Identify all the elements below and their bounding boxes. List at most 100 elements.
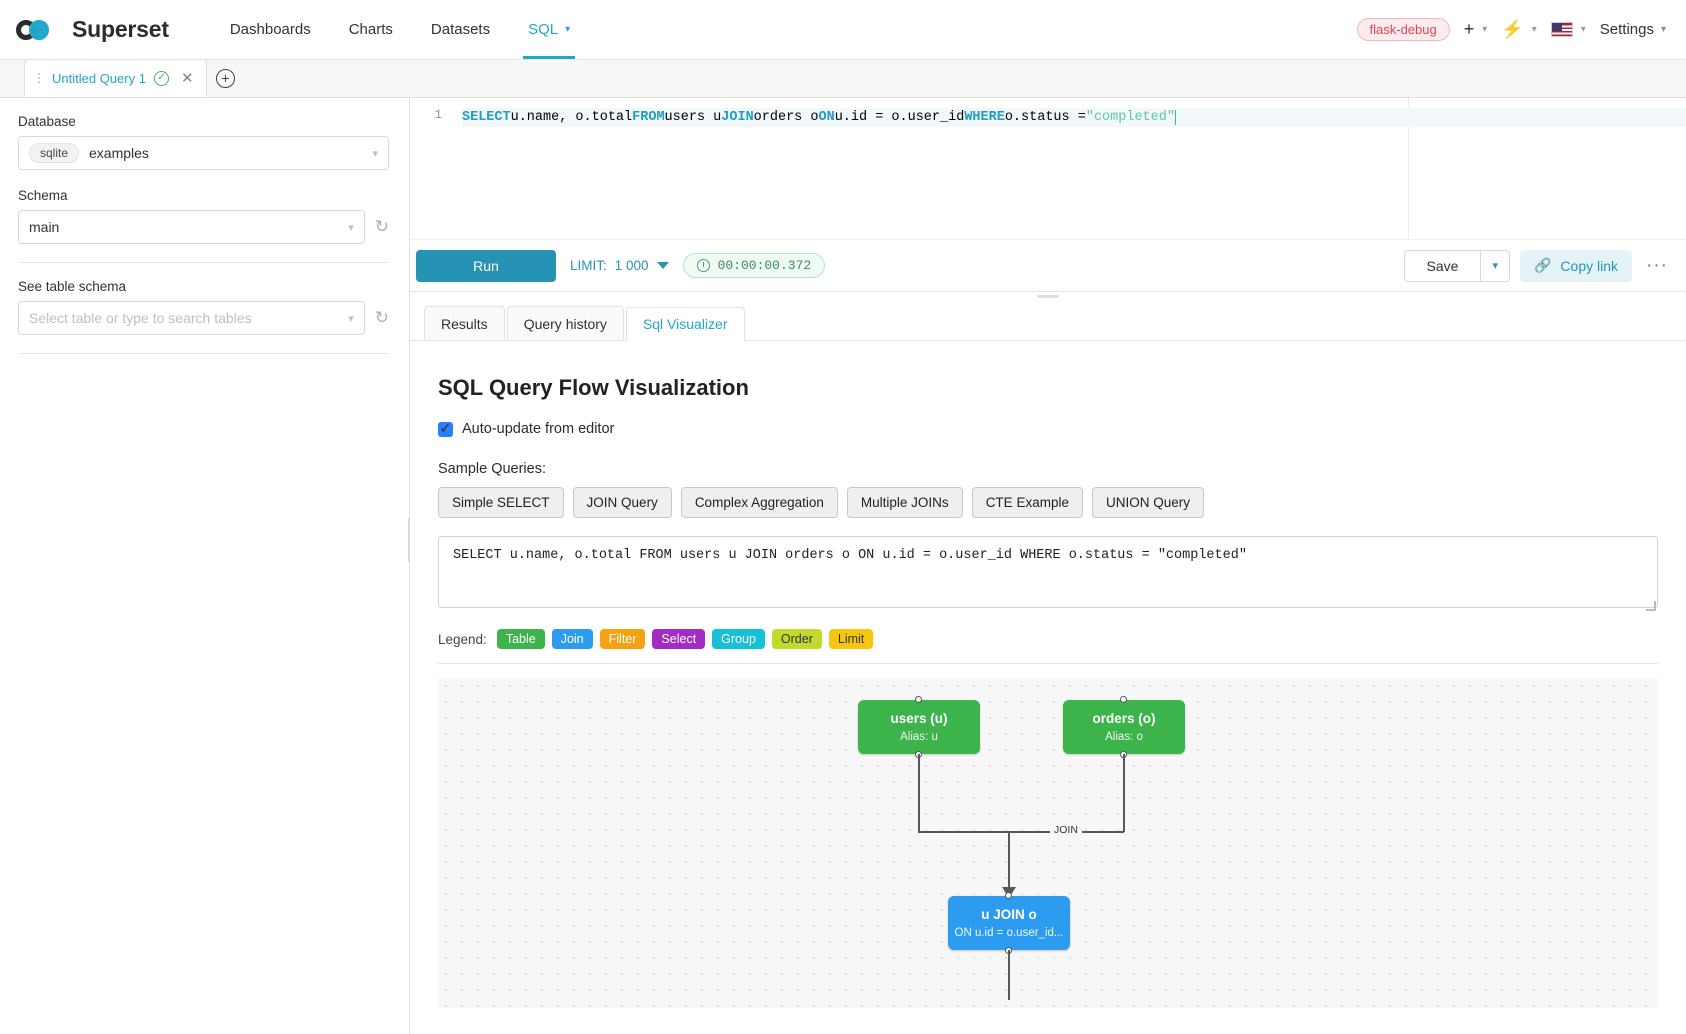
more-options-icon[interactable]: ··· xyxy=(1646,254,1668,276)
database-field-group: Database sqlite examples ▾ xyxy=(18,114,389,170)
flow-node-users-subtitle: Alias: u xyxy=(900,731,938,743)
sql-visualizer-panel: SQL Query Flow Visualization ✓ Auto-upda… xyxy=(410,341,1686,1034)
save-dropdown-chevron-down-icon[interactable]: ▾ xyxy=(1480,250,1509,281)
tab-results[interactable]: Results xyxy=(424,306,505,340)
nav-link-dashboards[interactable]: Dashboards xyxy=(211,0,330,59)
refresh-tables-icon[interactable]: ↻ xyxy=(374,308,389,327)
sql-token-5: orders o xyxy=(753,110,819,125)
flow-node-orders-subtitle: Alias: o xyxy=(1105,731,1143,743)
plus-circle-icon: + xyxy=(216,68,236,88)
chevron-down-icon: ▾ xyxy=(1580,24,1586,35)
sample-button-union-query[interactable]: UNION Query xyxy=(1091,487,1204,518)
legend-chip-order: Order xyxy=(771,629,822,649)
database-label: Database xyxy=(18,114,76,129)
database-engine-pill: sqlite xyxy=(29,143,80,163)
flow-node-users[interactable]: users (u) Alias: u xyxy=(858,696,980,758)
flask-debug-badge: flask-debug xyxy=(1356,18,1450,41)
panel-divider xyxy=(18,262,389,263)
sample-button-multiple-joins[interactable]: Multiple JOINs xyxy=(846,487,963,518)
refresh-schema-icon[interactable]: ↻ xyxy=(374,217,389,236)
new-item-button[interactable]: + ▾ xyxy=(1464,19,1488,40)
top-navbar: Superset Dashboards Charts Datasets SQL … xyxy=(0,0,1686,60)
sample-button-join-query[interactable]: JOIN Query xyxy=(572,487,672,518)
flow-node-join-title: u JOIN o xyxy=(981,907,1037,922)
navbar-right-cluster: flask-debug + ▾ ⚡ ▾ ▾ Settings ▾ xyxy=(1356,18,1666,41)
settings-menu[interactable]: Settings ▾ xyxy=(1600,21,1666,38)
nav-link-datasets-label: Datasets xyxy=(430,21,491,38)
sample-button-cte-example[interactable]: CTE Example xyxy=(971,487,1083,518)
query-tab-bar: ⋮ Untitled Query 1 ✓ ✕ + xyxy=(0,59,1686,98)
schema-value: main xyxy=(29,219,60,235)
save-button-group[interactable]: Save ▾ xyxy=(1403,249,1510,282)
result-tabs: Results Query history Sql Visualizer xyxy=(410,301,1686,341)
editor-resize-grip[interactable] xyxy=(410,292,1686,301)
superset-brand[interactable]: Superset xyxy=(16,16,169,43)
main-nav: Dashboards Charts Datasets SQL ▾ xyxy=(211,0,589,59)
table-search-placeholder: Select table or type to search tables xyxy=(29,310,252,326)
sample-button-simple-select[interactable]: Simple SELECT xyxy=(438,487,564,518)
database-select[interactable]: sqlite examples ▾ xyxy=(18,136,389,170)
edge-label-join: JOIN xyxy=(1050,824,1082,836)
check-circle-icon: ✓ xyxy=(153,70,169,86)
quick-actions-button[interactable]: ⚡ ▾ xyxy=(1501,19,1536,40)
save-button[interactable]: Save xyxy=(1426,257,1459,274)
auto-update-row[interactable]: ✓ Auto-update from editor xyxy=(438,421,1658,437)
panel-resize-handle[interactable] xyxy=(406,518,412,562)
left-config-panel: Database sqlite examples ▾ Schema main ▾… xyxy=(0,98,410,1034)
chevron-down-icon xyxy=(656,262,669,269)
auto-update-checkbox[interactable]: ✓ xyxy=(438,420,453,437)
legend-divider xyxy=(438,663,1658,664)
toolbar-right-cluster: Save ▾ 🔗 Copy link ··· xyxy=(1403,249,1672,282)
sql-input-textarea[interactable] xyxy=(438,536,1658,608)
run-button[interactable]: Run xyxy=(416,249,556,282)
nav-link-sql[interactable]: SQL ▾ xyxy=(509,0,589,59)
chevron-down-icon: ▾ xyxy=(348,312,354,325)
node-port-top[interactable] xyxy=(1120,696,1127,703)
add-query-tab-button[interactable]: + xyxy=(207,59,245,97)
sql-input-wrap xyxy=(438,536,1658,613)
copy-link-button[interactable]: 🔗 Copy link xyxy=(1519,249,1633,282)
tab-query-history[interactable]: Query history xyxy=(506,306,624,340)
panel-divider-bottom xyxy=(18,353,389,354)
tab-sql-visualizer[interactable]: Sql Visualizer xyxy=(625,307,745,341)
nav-link-datasets[interactable]: Datasets xyxy=(412,0,509,59)
textarea-resize-grip-icon[interactable] xyxy=(1646,601,1656,611)
legend-label: Legend: xyxy=(438,631,487,647)
query-flow-canvas[interactable]: users (u) Alias: u orders (o) Alias: o xyxy=(438,678,1658,1008)
query-tab-untitled-query-1[interactable]: ⋮ Untitled Query 1 ✓ ✕ xyxy=(24,59,207,97)
legend-chip-select: Select xyxy=(652,629,706,649)
limit-label: LIMIT: xyxy=(570,258,607,273)
nav-link-charts-label: Charts xyxy=(348,21,393,38)
node-port-top[interactable] xyxy=(1005,892,1012,899)
close-icon[interactable]: ✕ xyxy=(180,70,194,87)
flow-node-orders-title: orders (o) xyxy=(1092,711,1156,726)
drag-handle-icon[interactable]: ⋮ xyxy=(33,71,45,85)
editor-toolbar: Run LIMIT: 1 000 00:00:00.372 Save ▾ xyxy=(410,240,1686,292)
legend-chip-group: Group xyxy=(712,629,765,649)
right-editor-panel: 1 SELECT u.name, o.total FROM users u JO… xyxy=(410,98,1686,1034)
table-schema-label: See table schema xyxy=(18,279,127,294)
limit-dropdown[interactable]: LIMIT: 1 000 xyxy=(570,258,669,273)
edge-orders-vertical xyxy=(1123,754,1125,832)
schema-select[interactable]: main ▾ xyxy=(18,210,365,244)
nav-link-charts[interactable]: Charts xyxy=(330,0,412,59)
superset-logo-icon xyxy=(16,17,62,43)
node-port-top[interactable] xyxy=(915,696,922,703)
sql-token-where: WHERE xyxy=(964,110,1005,125)
schema-field-group: Schema main ▾ ↻ xyxy=(18,188,389,244)
language-selector[interactable]: ▾ xyxy=(1550,22,1586,37)
sql-editor[interactable]: 1 SELECT u.name, o.total FROM users u JO… xyxy=(410,98,1686,240)
chevron-down-icon: ▾ xyxy=(372,147,378,160)
text-cursor xyxy=(1174,110,1176,125)
database-value: examples xyxy=(89,145,149,161)
flow-node-orders[interactable]: orders (o) Alias: o xyxy=(1063,696,1185,758)
flow-node-join[interactable]: u JOIN o ON u.id = o.user_id... xyxy=(948,892,1070,954)
table-search-select[interactable]: Select table or type to search tables ▾ xyxy=(18,301,365,335)
sample-button-complex-aggregation[interactable]: Complex Aggregation xyxy=(680,487,838,518)
schema-label: Schema xyxy=(18,188,68,203)
editor-code-area[interactable]: SELECT u.name, o.total FROM users u JOIN… xyxy=(450,98,1686,127)
legend-chip-filter: Filter xyxy=(599,629,646,649)
clock-icon xyxy=(696,259,710,272)
link-icon: 🔗 xyxy=(1533,257,1552,273)
sql-token-select: SELECT xyxy=(462,110,511,125)
